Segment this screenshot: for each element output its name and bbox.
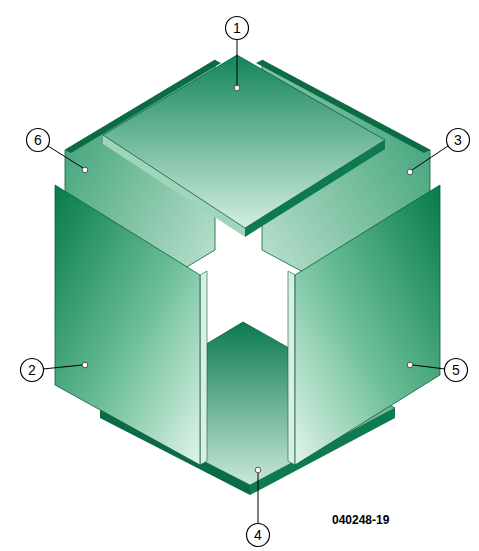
callout-number: 3	[443, 130, 473, 150]
callout-number: 5	[441, 360, 471, 380]
figure-code: 040248-19	[332, 512, 389, 528]
callout-number: 1	[222, 18, 252, 38]
callout-number: 2	[17, 360, 47, 380]
callout-number: 6	[23, 130, 53, 150]
leader-lines	[43, 40, 448, 523]
leader-dots	[82, 85, 413, 473]
front-left-plate	[55, 185, 207, 465]
front-right-plate	[288, 185, 440, 465]
top-plate	[103, 55, 385, 237]
callout-number: 4	[243, 525, 273, 545]
callout-circles	[21, 17, 470, 547]
